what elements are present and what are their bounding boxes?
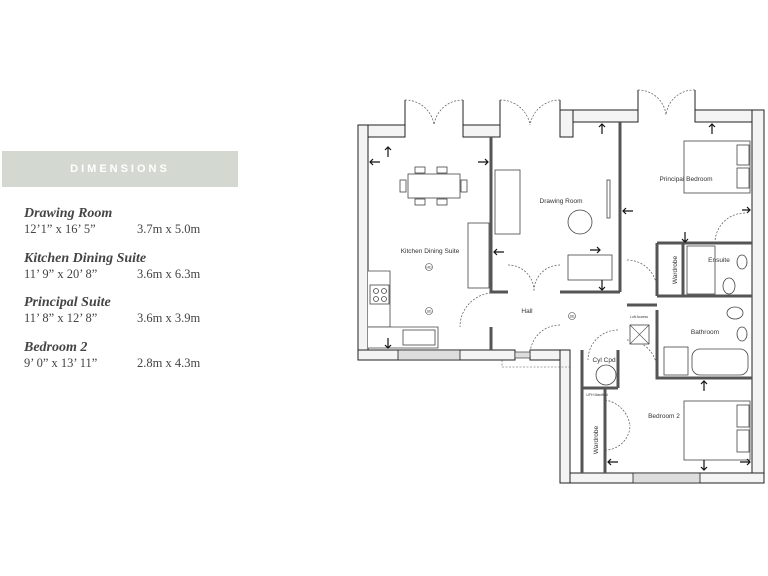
dimension-entry-bedroom-2: Bedroom 2 9’ 0” x 13’ 11” 2.8m x 4.3m [24,340,244,371]
label-wardrobe-principal: Wardrobe [672,255,679,284]
arrow-icons [369,123,751,471]
sink [402,329,436,346]
ensuite-shower [686,245,716,295]
hob [369,284,390,305]
interior-walls [489,122,752,473]
room-metric: 3.6m x 6.3m [137,267,201,281]
room-name: Bedroom 2 [24,340,88,355]
dimensions-title: DIMENSIONS [70,163,170,175]
sofa-small [567,254,613,281]
dimension-entry-kitchen: Kitchen Dining Suite 11’ 9” x 20’ 8” 3.6m… [24,251,244,282]
room-labels: Kitchen Dining Suite Drawing Room Princi… [401,176,730,454]
room-imperial: 12’1” x 16’ 5” [24,222,96,236]
label-hall: Hall [521,308,533,315]
room-name: Kitchen Dining Suite [24,251,147,266]
tv [606,179,611,219]
room-imperial: 9’ 0” x 13’ 11” [24,356,98,370]
label-ensuite: Ensuite [708,257,730,264]
label-bathroom: Bathroom [691,329,719,336]
french-doors [404,89,696,130]
smoke-detector-icon: SD [568,312,576,320]
shower-tray [663,346,689,376]
label-principal-bedroom: Principal Bedroom [659,176,712,183]
svg-text:SD: SD [427,310,432,314]
label-drawing-room: Drawing Room [540,198,583,205]
dimension-entry-principal-suite: Principal Suite 11’ 8” x 12’ 8” 3.6m x 3.… [24,295,244,326]
label-cyl-cpd: Cyl Cpd [592,357,616,364]
windows [397,349,701,484]
room-name: Principal Suite [24,295,111,310]
dimensions-header: DIMENSIONS [2,151,238,187]
label-loft-access: Loft Access [630,315,648,319]
room-metric: 2.8m x 4.3m [137,356,201,370]
label-kitchen: Kitchen Dining Suite [401,248,460,255]
label-wardrobe-bedroom-2: Wardrobe [593,425,600,454]
dimension-entry-drawing-room: Drawing Room 12’1” x 16’ 5” 3.7m x 5.0m [24,206,244,237]
smoke-detector-icon: HD [425,263,433,271]
room-metric: 3.7m x 5.0m [137,222,201,236]
smoke-detector-icon: SD [425,307,433,315]
room-imperial: 11’ 9” x 20’ 8” [24,267,98,281]
bathroom-basin [736,326,748,342]
label-ufh-manifold: UFH Manifold [586,393,607,397]
bedroom-furniture [595,140,751,461]
bathroom-wc [726,306,744,320]
ensuite-wc [722,277,736,295]
dining-table [407,173,461,199]
kitchen-furniture [368,166,490,349]
kitchen-island [467,222,490,289]
bath [691,348,749,376]
porch-outline [501,360,570,368]
cylinder [595,364,617,386]
svg-text:HD: HD [426,266,432,270]
room-name: Drawing Room [24,206,113,221]
coffee-table [567,209,593,235]
drawing-room-furniture [494,169,613,281]
label-bedroom-2: Bedroom 2 [648,413,680,420]
ensuite-basin [736,254,748,270]
sofa [494,169,521,235]
room-imperial: 11’ 8” x 12’ 8” [24,311,98,325]
svg-text:SD: SD [570,315,575,319]
room-metric: 3.6m x 3.9m [137,311,201,325]
